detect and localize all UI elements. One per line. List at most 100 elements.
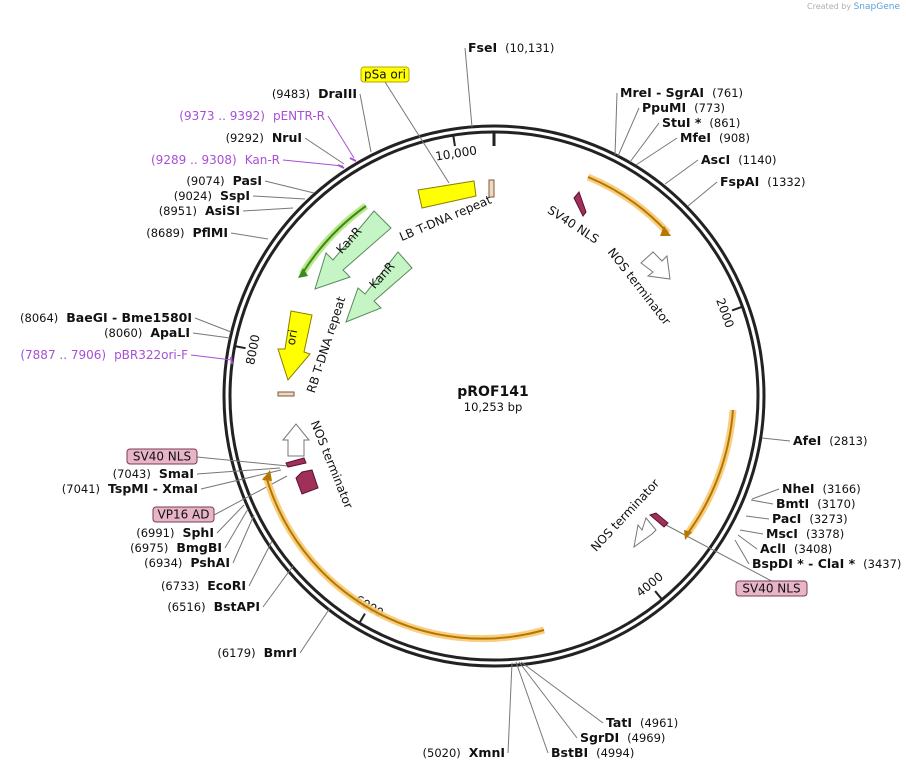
- enzyme-site-ecori[interactable]: (6733)EcoRI: [161, 578, 246, 593]
- ori-arrow: [277, 310, 313, 382]
- primer-name: pBR322ori-F: [114, 348, 188, 362]
- enzyme-name: AclI: [760, 541, 786, 556]
- enzyme-site-bmti[interactable]: BmtI(3170): [776, 496, 855, 511]
- enzyme-position: (6975): [130, 541, 168, 555]
- enzyme-position: (9292): [226, 131, 264, 145]
- leader-line-asisi: [242, 207, 294, 212]
- svg-text:(7041)TspMI - XmaI: (7041)TspMI - XmaI: [62, 481, 198, 496]
- enzyme-name: NheI: [782, 481, 815, 496]
- enzyme-position: (3273): [809, 512, 847, 526]
- enzyme-site-asci[interactable]: AscI(1140): [701, 152, 776, 167]
- svg-text:BspDI * - ClaI *(3437): BspDI * - ClaI *(3437): [752, 556, 901, 571]
- primer-position: (9289 .. 9308): [151, 153, 237, 167]
- enzyme-name: BaeGI - Bme1580I: [66, 310, 192, 325]
- feature-text-nos-top: NOS terminator: [605, 245, 674, 327]
- enzyme-site-tati[interactable]: TatI(4961): [606, 715, 678, 730]
- enzyme-site-bstbi[interactable]: BstBI(4994): [551, 745, 634, 760]
- tick-mark-8000: [234, 345, 246, 350]
- enzyme-site-tspmi[interactable]: (7041)TspMI - XmaI: [62, 481, 198, 496]
- feature-label-box: [735, 580, 808, 597]
- feature-label-sv40-left[interactable]: SV40 NLS: [126, 448, 198, 465]
- enzyme-position: (908): [719, 131, 750, 145]
- leader-line-fsei: [464, 47, 473, 128]
- enzyme-site-nrui[interactable]: (9292)NruI: [226, 130, 302, 145]
- enzyme-site-bstapi[interactable]: (6516) BstAPI: [167, 599, 260, 614]
- svg-text:FseI(10,131): FseI (10,131): [468, 40, 554, 55]
- enzyme-position: (6991): [136, 526, 174, 540]
- rb-repeat-box: [277, 391, 295, 397]
- enzyme-site-ppumi[interactable]: PpuMI(773): [642, 100, 725, 115]
- enzyme-site-xmni[interactable]: (5020)XmnI: [423, 745, 505, 760]
- svg-text:(9483)DraIII: (9483)DraIII: [272, 86, 357, 101]
- enzyme-site-pshai[interactable]: (6934)PshAI: [144, 555, 230, 570]
- enzyme-site-sphi[interactable]: (6991)SphI: [136, 525, 214, 540]
- enzyme-name: PasI: [233, 173, 262, 188]
- svg-text:(6179)BmrI: (6179)BmrI: [217, 645, 297, 660]
- svg-text:(6516)BstAPI: (6516) BstAPI: [167, 599, 260, 614]
- enzyme-site-smai[interactable]: (7043)SmaI: [113, 466, 194, 481]
- enzyme-site-bspdi[interactable]: BspDI * - ClaI *(3437): [752, 556, 901, 571]
- enzyme-site-pfimi[interactable]: (8689)PflMI: [146, 225, 228, 240]
- enzyme-name: AscI: [701, 152, 730, 167]
- kanr-arrow-1: [314, 210, 392, 290]
- tick-label-10000: 10,000: [434, 143, 478, 163]
- primer-kanr-p[interactable]: (9289 .. 9308)Kan-R: [151, 153, 280, 167]
- enzyme-site-stui[interactable]: StuI *(861): [662, 115, 740, 130]
- psa-ori-arrow: [417, 180, 477, 209]
- green-arrow: [298, 268, 308, 278]
- enzyme-name: ApaLI: [150, 325, 190, 340]
- enzyme-name: PshAI: [190, 555, 230, 570]
- feature-label-sv40-right[interactable]: SV40 NLS: [735, 580, 808, 597]
- feature-label-psa-ori[interactable]: pSa ori: [360, 66, 410, 83]
- enzyme-position: (10,131): [505, 41, 554, 55]
- enzyme-site-acli[interactable]: AclI(3408): [760, 541, 832, 556]
- enzyme-site-bmri[interactable]: (6179)BmrI: [217, 645, 297, 660]
- enzyme-site-mrei[interactable]: MreI - SgrAI(761): [620, 85, 743, 100]
- primer-pentr[interactable]: (9373 .. 9392)pENTR-R: [179, 109, 325, 123]
- enzyme-site-paci[interactable]: PacI(3273): [772, 511, 848, 526]
- enzyme-site-fsei[interactable]: FseI (10,131): [468, 40, 554, 55]
- enzyme-position: (9483): [272, 87, 310, 101]
- enzyme-site-pasi[interactable]: (9074)PasI: [186, 173, 262, 188]
- leader-line-apali: [192, 332, 231, 339]
- primer-mark-pbr: [230, 356, 233, 365]
- leader-line-stui: [629, 122, 660, 163]
- enzyme-name: BstAPI: [214, 599, 260, 614]
- feature-label-vp16[interactable]: VP16 AD: [152, 506, 215, 523]
- svg-text:BmtI(3170): BmtI(3170): [776, 496, 855, 511]
- enzyme-site-afei[interactable]: AfeI(2813): [793, 433, 868, 448]
- svg-text:(6934)PshAI: (6934)PshAI: [144, 555, 230, 570]
- svg-text:TatI(4961): TatI(4961): [606, 715, 678, 730]
- leader-line-ppumi: [617, 107, 640, 157]
- enzyme-site-bmgbi[interactable]: (6975)BmgBI: [130, 540, 222, 555]
- orange-arrow-bottom: [262, 470, 272, 481]
- orange-arc-bottom: [262, 475, 545, 643]
- enzyme-site-drai[interactable]: (9483)DraIII: [272, 86, 357, 101]
- leader-line-bmri: [299, 607, 331, 654]
- leader-line-paci: [745, 515, 770, 520]
- enzyme-site-mfei[interactable]: MfeI(908): [680, 130, 750, 145]
- enzyme-site-msci[interactable]: MscI(3378): [766, 526, 844, 541]
- enzyme-site-baegi[interactable]: (8064)BaeGI - Bme1580I: [20, 310, 192, 325]
- enzyme-site-apali[interactable]: (8060)ApaLI: [104, 325, 190, 340]
- enzyme-position: (8689): [146, 226, 184, 240]
- nos-arrow-right: [633, 516, 657, 549]
- kanr-arrow-2: [345, 251, 413, 323]
- enzyme-site-sgrdi[interactable]: SgrDI(4969): [580, 730, 665, 745]
- enzyme-position: (6516): [167, 600, 205, 614]
- svg-text:(8951)AsiSI: (8951)AsiSI: [159, 203, 240, 218]
- svg-text:(5020)XmnI: (5020)XmnI: [423, 745, 505, 760]
- primer-mark-kanr: [337, 164, 345, 169]
- lb-repeat-box: [488, 179, 495, 198]
- primer-pbr[interactable]: (7887 .. 7906)pBR322ori-F: [20, 348, 188, 362]
- tick-mark-4000: [654, 590, 663, 601]
- enzyme-site-nhei[interactable]: NheI(3166): [782, 481, 861, 496]
- orange-arrow-top: [660, 226, 671, 236]
- enzyme-site-fspai[interactable]: FspAI(1332): [720, 174, 806, 189]
- enzyme-site-sspi[interactable]: (9024)SspI: [174, 188, 250, 203]
- enzyme-position: (9024): [174, 189, 212, 203]
- enzyme-name: FseI: [468, 40, 497, 55]
- enzyme-position: (773): [694, 101, 725, 115]
- enzyme-site-asisi[interactable]: (8951)AsiSI: [159, 203, 240, 218]
- enzyme-position: (2813): [829, 434, 867, 448]
